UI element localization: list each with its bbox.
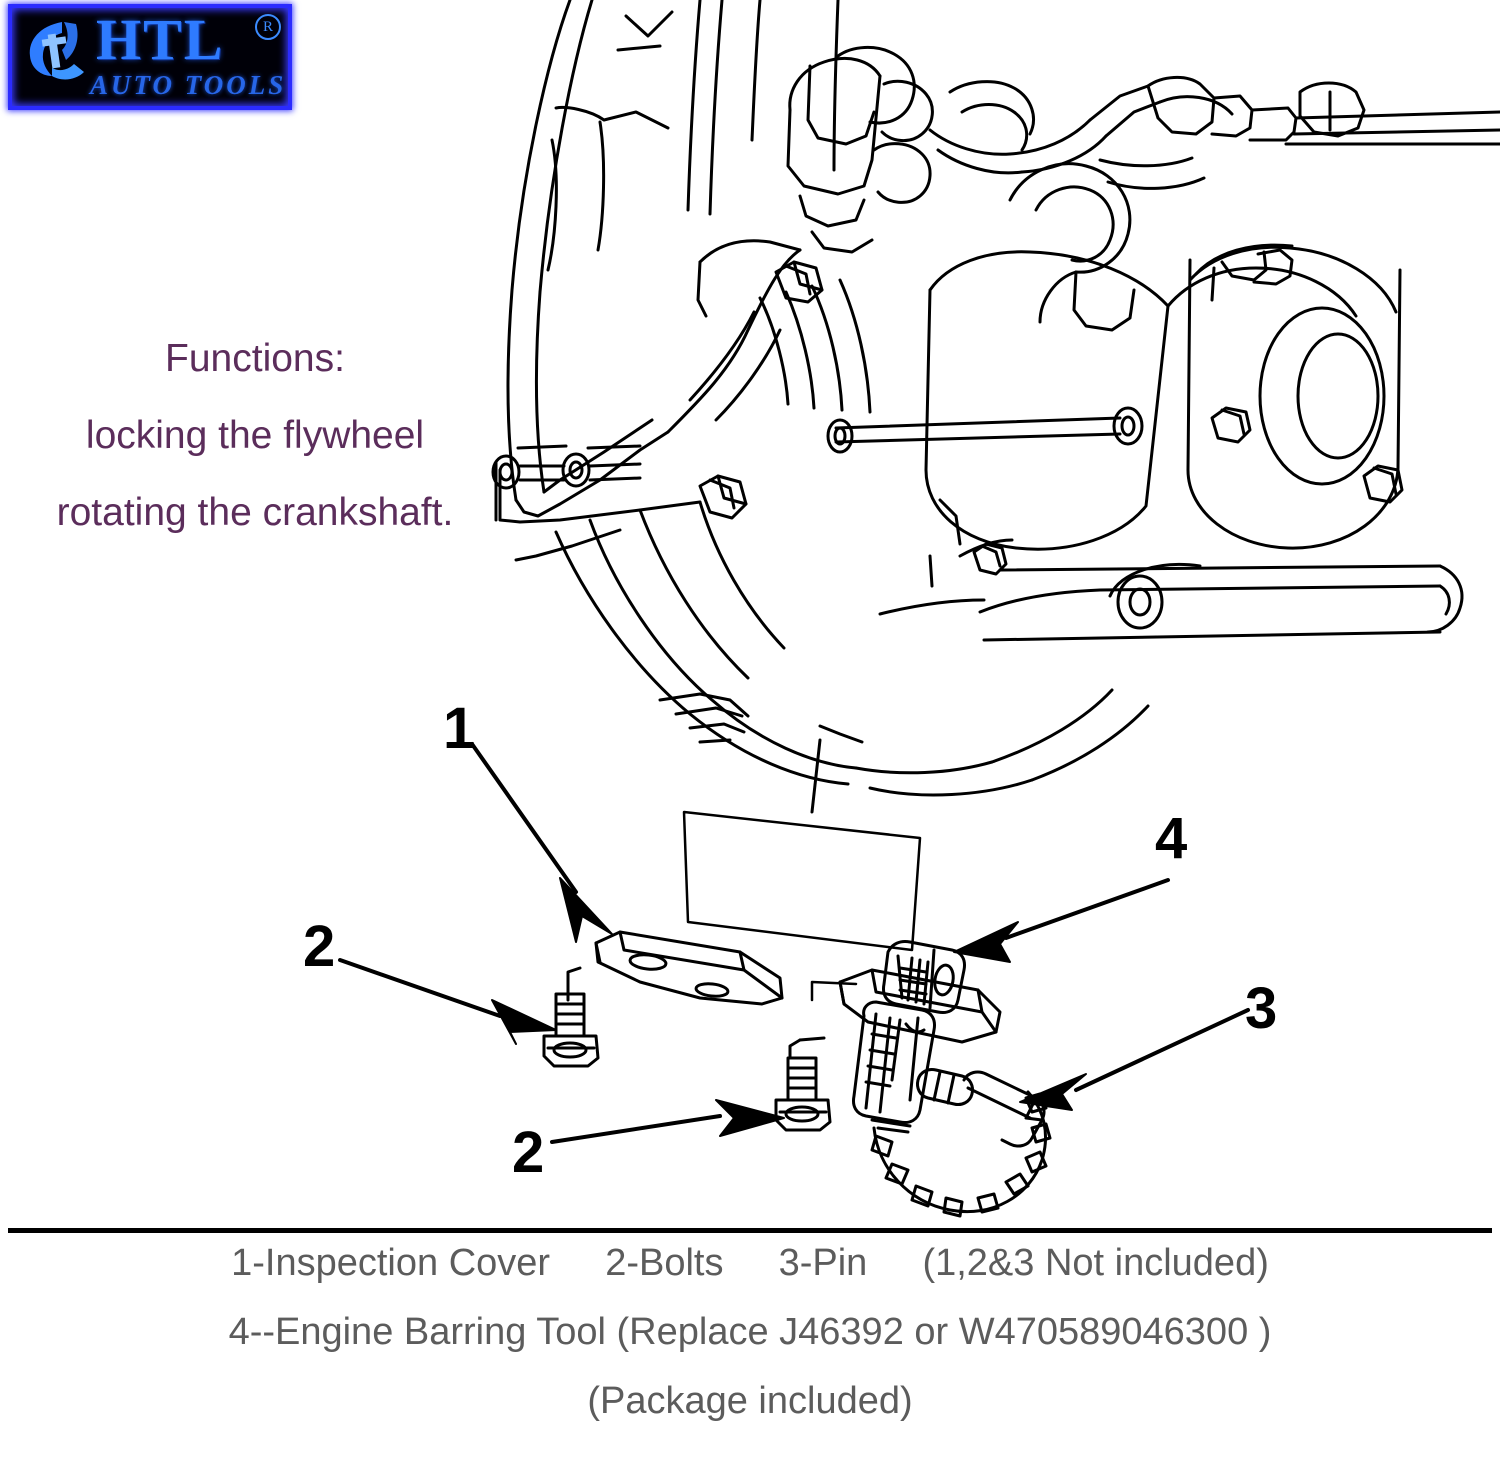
callout-number-3: 3 [1245,976,1278,1041]
caption-line-3: (Package included) [587,1380,913,1422]
logo-tagline: AUTO TOOLS [90,70,287,100]
caption-line-2: 4--Engine Barring Tool (Replace J46392 o… [228,1311,1272,1353]
functions-heading: Functions: [165,337,345,380]
brand-logo: HTL R AUTO TOOLS [8,4,292,110]
caption-line-1: 1-Inspection Cover 2-Bolts 3-Pin (1,2&3 … [0,1242,1500,1285]
htl-monogram-icon [29,22,84,80]
logo-brand-text: HTL [96,7,225,72]
callout-number-2-lower: 2 [512,1120,545,1185]
callout-number-1: 1 [443,696,476,761]
registered-trademark-icon: R [255,14,281,40]
callout-number-2-upper: 2 [303,914,336,979]
engine-barring-tool-diagram [338,0,1500,1218]
caption-part-2: 2-Bolts [605,1242,724,1284]
caption-block: 1-Inspection Cover 2-Bolts 3-Pin (1,2&3 … [0,1242,1500,1449]
callout-number-4: 4 [1155,806,1188,871]
caption-part-1: 1-Inspection Cover [231,1242,551,1284]
functions-line-2: rotating the crankshaft. [56,491,454,534]
horizontal-divider [8,1228,1492,1233]
functions-text-block: Functions: locking the flywheel rotating… [20,320,490,551]
caption-part-4: (1,2&3 Not included) [922,1242,1269,1284]
caption-part-3: 3-Pin [778,1242,868,1284]
functions-line-1: locking the flywheel [85,414,425,457]
